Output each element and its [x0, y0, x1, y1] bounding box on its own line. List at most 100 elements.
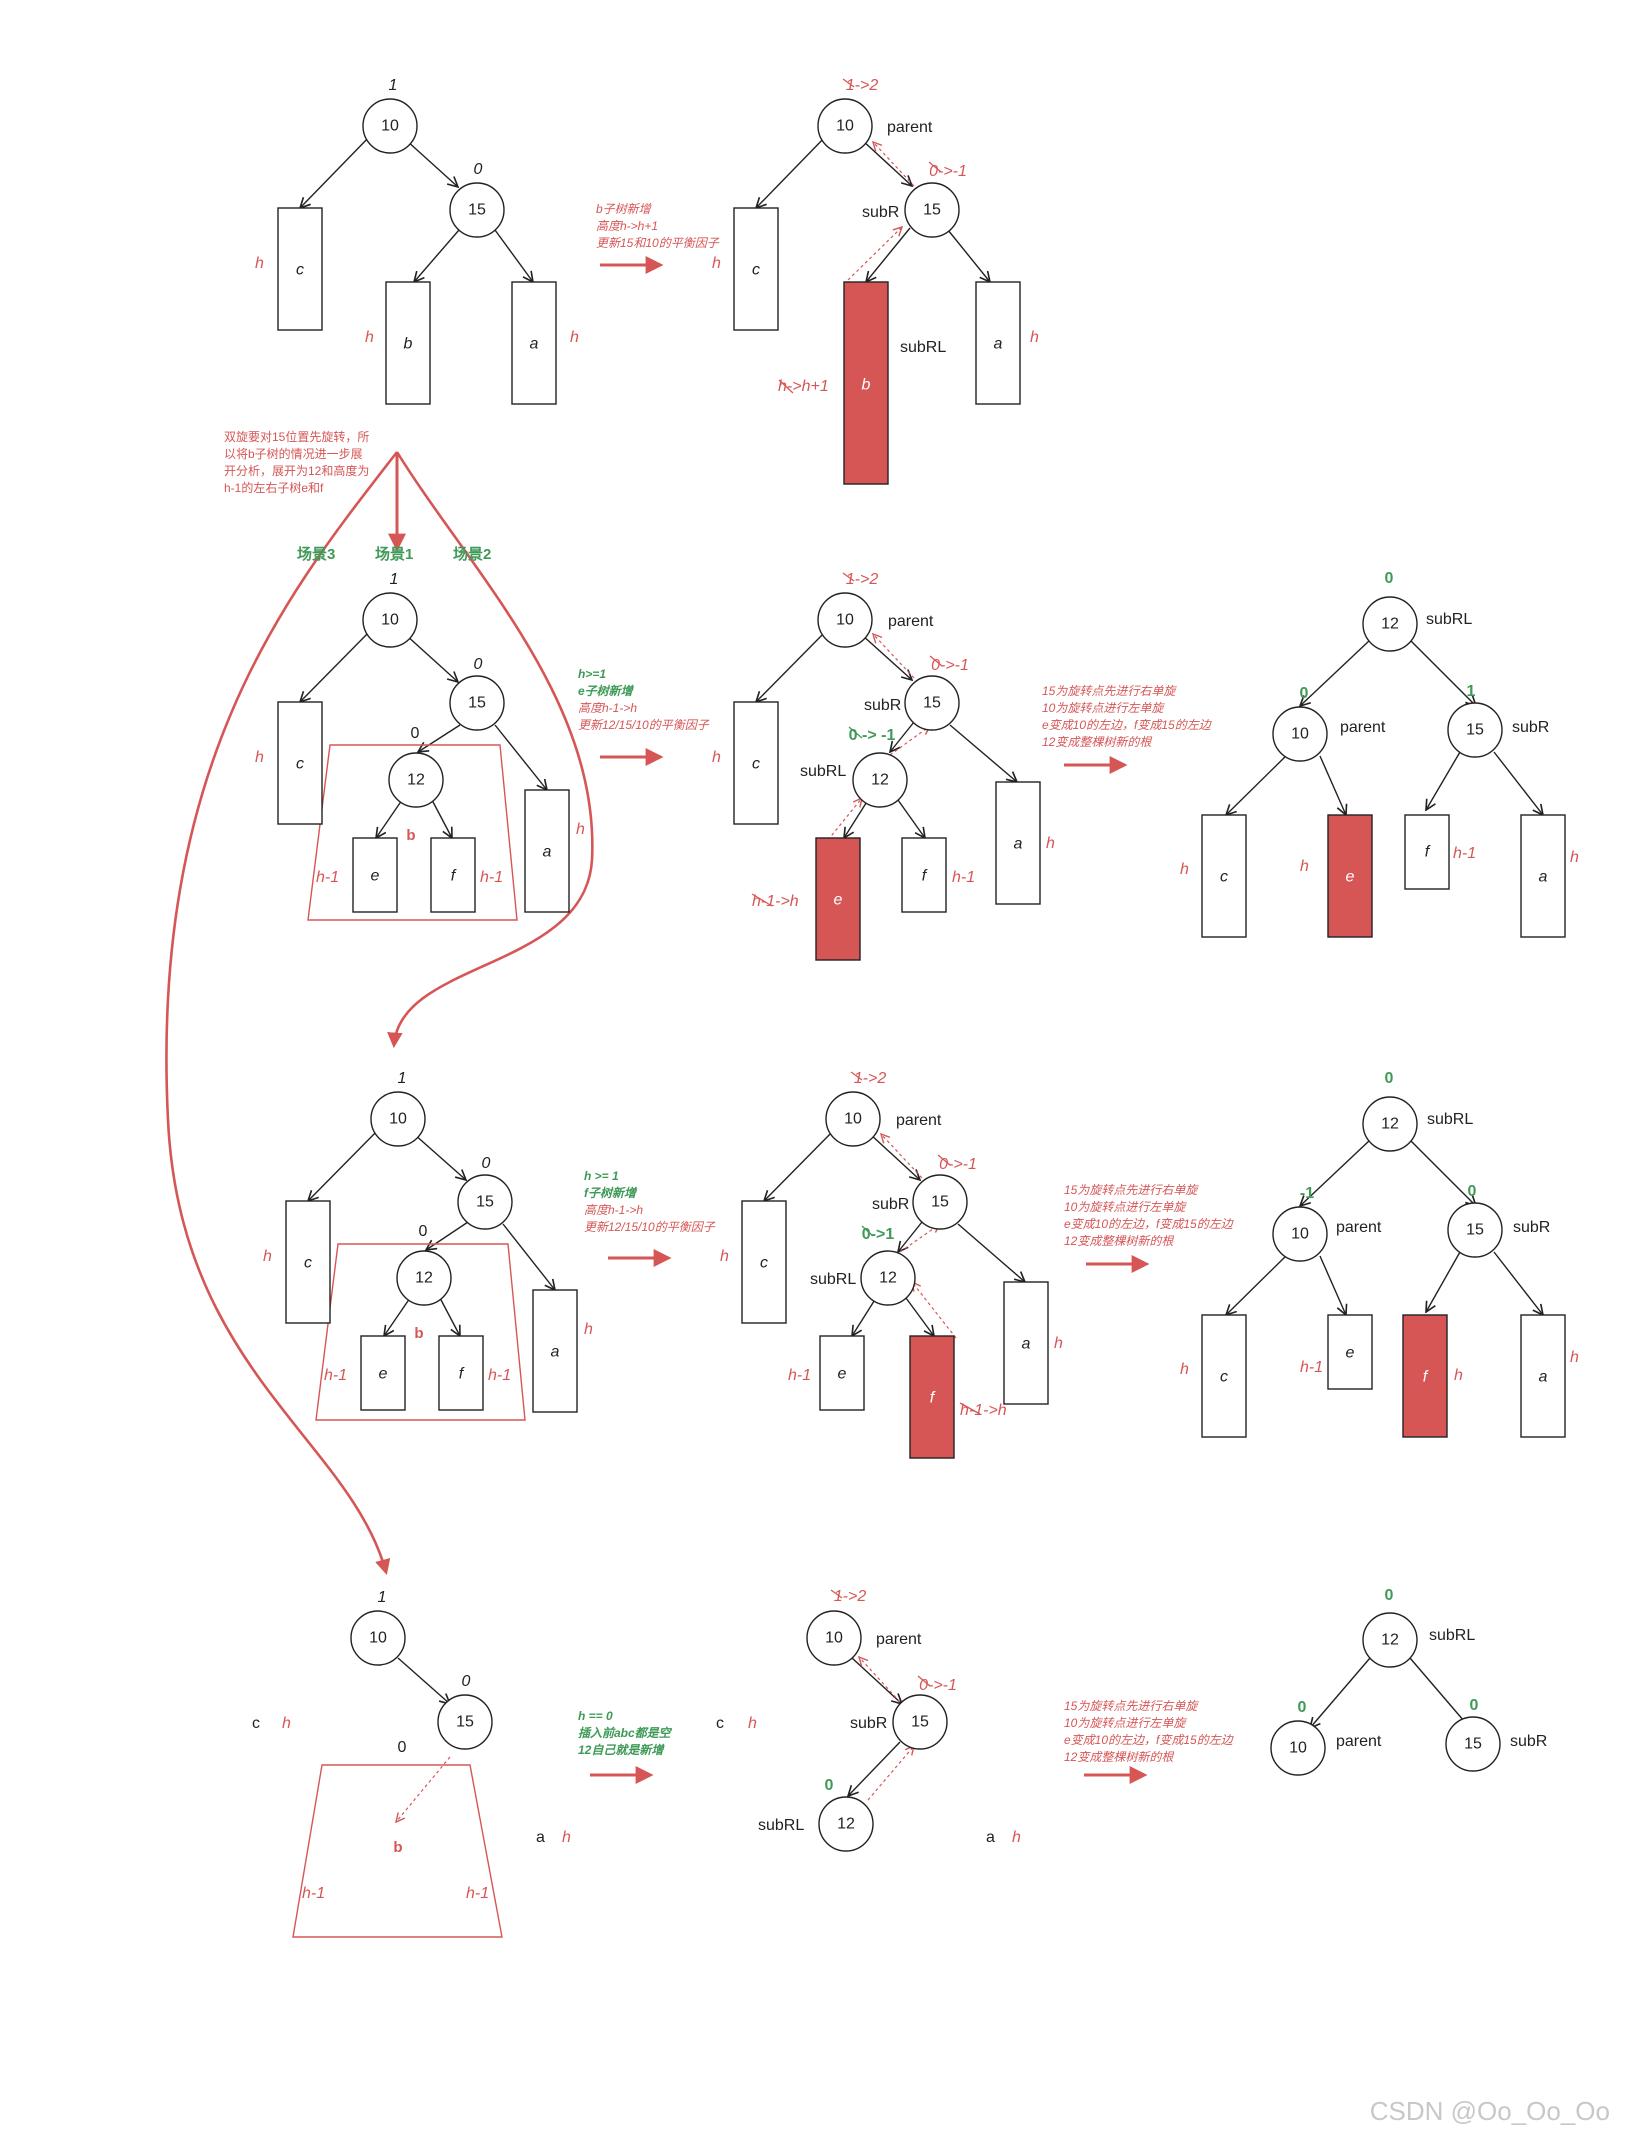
node-15: 15 [449, 182, 505, 238]
svg-text:插入前abc都是空: 插入前abc都是空 [578, 1726, 673, 1740]
scene3-arrow [165, 451, 399, 1576]
row4-right-tree: 12 0 subRL 10 0 parent 15 0 subR [1270, 1587, 1547, 1776]
subtree-c-label: c [304, 1255, 312, 1272]
node-10: 10 [817, 592, 873, 648]
svg-text:15: 15 [1466, 722, 1484, 739]
height-label: h [1454, 1367, 1463, 1384]
note-row1: b子树新增 高度h->h+1 更新15和10的平衡因子 [596, 202, 720, 250]
subtree-b-label: b [404, 336, 413, 353]
svg-text:高度h-1->h: 高度h-1->h [584, 1203, 643, 1217]
svg-text:双旋要对15位置先旋转，所: 双旋要对15位置先旋转，所 [224, 429, 369, 444]
node-10: 10 [350, 1610, 406, 1666]
svg-text:10: 10 [381, 118, 399, 135]
bf-label: 0 [1385, 1587, 1394, 1604]
svg-text:10为旋转点进行左单旋: 10为旋转点进行左单旋 [1064, 1200, 1187, 1214]
svg-text:15: 15 [476, 1194, 494, 1211]
b-marker: b [406, 827, 415, 844]
note-row4: h == 0 插入前abc都是空 12自己就是新增 [578, 1709, 673, 1757]
bf-label: 1 [378, 1589, 387, 1606]
svg-text:10: 10 [369, 1630, 387, 1647]
subtree-e-label: e [379, 1366, 388, 1383]
subtree-f [901, 837, 947, 913]
empty-c-label: c [252, 1715, 260, 1732]
parent-label: parent [1340, 719, 1386, 736]
svg-text:12: 12 [415, 1270, 433, 1287]
height-change-label: h-1->h [752, 893, 799, 910]
subtree-c-label: c [1220, 1369, 1228, 1386]
subRL-label: subRL [800, 763, 846, 780]
subtree-e-label: e [1346, 1345, 1355, 1362]
node-12-root: 12 [1362, 1612, 1418, 1668]
subtree-f-label: f [1425, 844, 1431, 861]
node-10: 10 [817, 98, 873, 154]
bf-label: -1 [1300, 1185, 1314, 1202]
height-label: h-1 [302, 1885, 325, 1902]
svg-text:15: 15 [931, 1194, 949, 1211]
svg-text:15: 15 [923, 202, 941, 219]
parent-label: parent [1336, 1219, 1382, 1236]
subtree-a-label: a [530, 336, 539, 353]
empty-a-label: a [986, 1829, 995, 1846]
svg-text:10: 10 [389, 1111, 407, 1128]
row3-mid-tree: 10 1->2 parent 15 0->-1 subR 12 0->1 sub… [720, 1070, 1063, 1459]
note-row2-rotate: 15为旋转点先进行右单旋 10为旋转点进行左单旋 e变成10的左边，f变成15的… [1042, 684, 1213, 749]
subtree-c-label: c [296, 262, 304, 279]
subtree-b-label: b [862, 377, 871, 394]
bf-label: 1->2 [834, 1588, 867, 1605]
subtree-f-label: f [930, 1390, 936, 1407]
bf-label: 1 [398, 1070, 407, 1087]
subtree-e [819, 1335, 865, 1411]
subR-label: subR [850, 1715, 887, 1732]
parent-label: parent [876, 1631, 922, 1648]
subtree-e-label: e [834, 892, 843, 909]
height-label: h [570, 329, 579, 346]
svg-text:开分析，展开为12和高度为: 开分析，展开为12和高度为 [224, 463, 369, 478]
subtree-c-label: c [752, 756, 760, 773]
subtree-c-label: c [760, 1255, 768, 1272]
node-10: 10 [1272, 706, 1328, 762]
svg-text:12变成整棵树新的根: 12变成整棵树新的根 [1064, 1750, 1174, 1764]
bf-label: 0 [1385, 570, 1394, 587]
subtree-f-label: f [451, 868, 457, 885]
svg-text:e变成10的左边，f变成15的左边: e变成10的左边，f变成15的左边 [1064, 1217, 1235, 1231]
node-15: 15 [457, 1174, 513, 1230]
bf-label: 0->-1 [939, 1156, 977, 1173]
svg-text:h>=1: h>=1 [578, 667, 606, 681]
bf-label: 1->2 [846, 77, 879, 94]
svg-text:b子树新增: b子树新增 [596, 202, 652, 216]
node-15: 15 [904, 675, 960, 731]
note-row3-rotate: 15为旋转点先进行右单旋 10为旋转点进行左单旋 e变成10的左边，f变成15的… [1064, 1183, 1235, 1248]
row4-left-tree: 10 1 15 0 0 c h b h-1 h-1 a h [252, 1589, 571, 1938]
node-12: 12 [396, 1250, 452, 1306]
height-label: h [1570, 1349, 1579, 1366]
height-label: h [576, 821, 585, 838]
subtree-a [1520, 814, 1566, 938]
row1-right-tree: 10 1->2 parent 15 0->-1 subR c h b h->h+… [712, 77, 1039, 485]
height-label: h [1180, 1361, 1189, 1378]
node-12: 12 [388, 752, 444, 808]
scene2-arrow [387, 451, 594, 1049]
svg-text:高度h-1->h: 高度h-1->h [578, 701, 637, 715]
svg-text:e变成10的左边，f变成15的左边: e变成10的左边，f变成15的左边 [1064, 1733, 1235, 1747]
svg-text:10: 10 [1291, 1226, 1309, 1243]
height-label: h [1012, 1829, 1021, 1846]
height-label: h [255, 255, 264, 272]
svg-text:12: 12 [1381, 1116, 1399, 1133]
svg-text:12自己就是新增: 12自己就是新增 [578, 1743, 665, 1757]
note-split: 双旋要对15位置先旋转，所 以将b子树的情况进一步展 开分析，展开为12和高度为… [224, 429, 369, 495]
subR-label: subR [864, 697, 901, 714]
height-label: h [748, 1715, 757, 1732]
node-10: 10 [825, 1091, 881, 1147]
subRL-label: subRL [810, 1271, 856, 1288]
bf-label: 1->2 [846, 571, 879, 588]
row4-mid-tree: 10 1->2 parent 15 0->-1 subR 12 0 subRL … [716, 1588, 1021, 1852]
subRL-label: subRL [900, 339, 946, 356]
bf-label: 0 [1468, 1183, 1477, 1200]
subtree-a-label: a [994, 336, 1003, 353]
node-15: 15 [892, 1694, 948, 1750]
subtree-f-grown [1402, 1314, 1448, 1438]
parent-label: parent [887, 119, 933, 136]
height-label: h-1 [466, 1885, 489, 1902]
subtree-a-label: a [1539, 1369, 1548, 1386]
subtree-e-label: e [838, 1366, 847, 1383]
